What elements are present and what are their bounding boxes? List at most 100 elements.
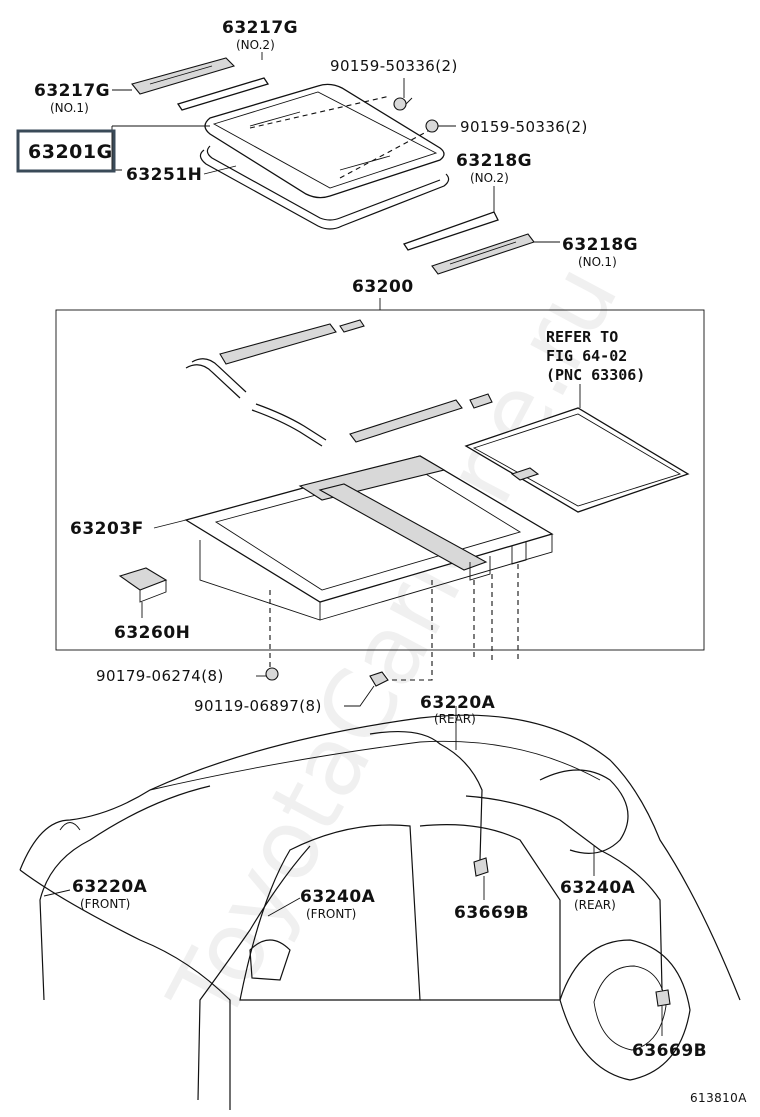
refer-line-1: REFER TO xyxy=(546,328,618,346)
guide-218-no1-shape xyxy=(431,233,535,275)
leader-63220a-front xyxy=(43,889,71,897)
label-63203f: 63203F xyxy=(70,519,144,539)
cable-left-lower xyxy=(251,409,323,447)
refer-line-3: (PNC 63306) xyxy=(546,366,645,384)
glass-panel xyxy=(204,83,445,199)
label-63201g: 63201G xyxy=(28,141,113,163)
leader-63240a-front xyxy=(267,897,301,917)
clip-guide-2 xyxy=(339,129,431,179)
label-63220a-rear: 63220A xyxy=(420,693,496,713)
drain-valve-b xyxy=(655,989,671,1007)
label-63218g-no1-sub: (NO.1) xyxy=(578,255,617,269)
nut-guide xyxy=(378,580,433,681)
figure-code: 613810A xyxy=(690,1091,747,1105)
clip-b-shape xyxy=(425,119,439,133)
assembly-box-63200 xyxy=(55,309,705,651)
label-90159-b: 90159-50336(2) xyxy=(460,118,588,136)
label-63200: 63200 xyxy=(352,277,414,297)
weatherstrip-outer xyxy=(199,149,450,230)
housing-frame-63203f xyxy=(184,455,554,681)
label-90159-a: 90159-50336(2) xyxy=(330,57,458,75)
guide-63218g-no2 xyxy=(402,211,499,251)
frame-center-rail xyxy=(318,483,488,571)
side-mirror xyxy=(249,939,291,981)
refer-line-2: FIG 64-02 xyxy=(546,347,627,365)
label-63669b-b: 63669B xyxy=(632,1041,707,1061)
hose-front-right xyxy=(197,845,311,1101)
weatherstrip-inner xyxy=(206,145,441,221)
label-63218g-no2-sub: (NO.2) xyxy=(470,171,509,185)
car-body xyxy=(19,714,741,1110)
rear-wheel xyxy=(593,965,667,1051)
guide-no1-shape xyxy=(131,57,236,95)
drain-guides xyxy=(473,564,519,660)
highlight-box-63201g xyxy=(16,129,116,173)
label-63217g-no1: 63217G xyxy=(34,81,110,101)
rail-small-upper xyxy=(339,319,365,333)
motor-side xyxy=(139,580,167,603)
rear-wheel-arch xyxy=(559,939,691,1081)
rail-small-lower xyxy=(469,393,493,409)
label-63240a-rear: 63240A xyxy=(560,878,636,898)
cable-left-upper xyxy=(185,364,241,399)
motor-63260h xyxy=(118,567,168,618)
front-door-window xyxy=(239,824,421,1001)
label-63669b-a: 63669B xyxy=(454,903,529,923)
guide-63217g-no2 xyxy=(176,77,270,111)
label-63220a-rear-sub: (REAR) xyxy=(434,712,476,726)
label-63220a-front: 63220A xyxy=(72,877,148,897)
motor-body xyxy=(118,567,168,591)
label-63240a-rear-sub: (REAR) xyxy=(574,898,616,912)
guide-no2-shape xyxy=(176,77,270,111)
rear-window xyxy=(539,769,629,854)
label-63218g-no1: 63218G xyxy=(562,235,638,255)
clip-a-shape xyxy=(393,97,407,111)
rail-left-upper xyxy=(219,323,337,365)
hose-rear-left xyxy=(369,730,483,861)
label-63240a-front: 63240A xyxy=(300,887,376,907)
guide-218-no1-detail xyxy=(449,241,517,265)
sunshade-panel xyxy=(464,407,690,513)
label-63220a-front-sub: (FRONT) xyxy=(80,897,130,911)
clip-a-tail xyxy=(405,97,413,105)
label-63260h: 63260H xyxy=(114,623,190,643)
rail-right-lower xyxy=(349,399,463,443)
front-pillar-detail xyxy=(59,822,81,831)
label-63217g-no2-sub: (NO.2) xyxy=(236,38,275,52)
guide-63217g-no1 xyxy=(131,57,236,95)
frame-brackets xyxy=(469,542,527,581)
sunshade-outline xyxy=(464,407,690,513)
sunshade-handle xyxy=(510,467,540,481)
label-63251h: 63251H xyxy=(126,165,202,185)
nut-90119-shape xyxy=(369,671,389,687)
bolt-90179-shape xyxy=(265,667,279,681)
hose-front-left xyxy=(39,785,211,1001)
sunshade-inner xyxy=(472,413,682,507)
frame-sides xyxy=(199,534,553,621)
clip-guide-1 xyxy=(249,95,391,129)
car-roof-outline xyxy=(19,714,741,1001)
leader-63203f xyxy=(153,519,187,529)
label-63240a-front-sub: (FRONT) xyxy=(306,907,356,921)
guide-218-no2-shape xyxy=(402,211,499,251)
label-63217g-no2: 63217G xyxy=(222,18,298,38)
glass-reflection xyxy=(249,111,391,171)
hose-rear-right xyxy=(465,795,663,991)
glass-panel-group xyxy=(199,83,450,230)
cable-left-upper-2 xyxy=(191,358,247,393)
leader-63251h xyxy=(203,165,237,175)
roof-line xyxy=(149,740,601,791)
label-63218g-no2: 63218G xyxy=(456,151,532,171)
drain-valve-a xyxy=(473,857,489,877)
cable-left-lower-2 xyxy=(255,403,327,441)
nut-90119 xyxy=(344,671,389,707)
leader-63201g xyxy=(111,125,210,171)
drive-cables xyxy=(185,319,493,447)
label-90179: 90179-06274(8) xyxy=(96,667,224,685)
glass-panel-inner xyxy=(212,91,438,189)
guide-63218g-no1 xyxy=(431,233,535,275)
rear-door-window xyxy=(419,824,561,1001)
leader-90119 xyxy=(344,685,375,707)
